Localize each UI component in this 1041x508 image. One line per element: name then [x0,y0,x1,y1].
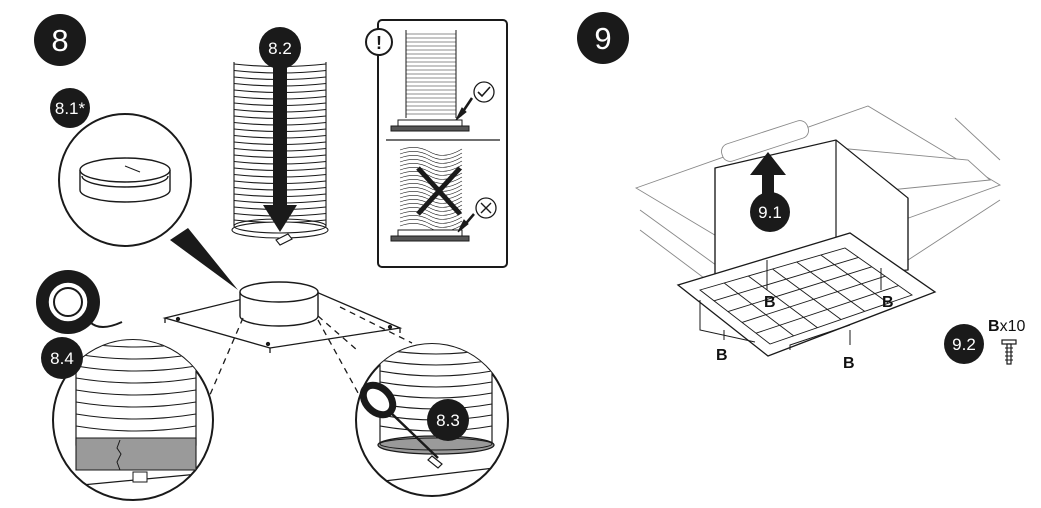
down-arrow [263,60,297,232]
detail-rib [75,377,197,384]
bracket-label-1: B [764,294,776,311]
bracket-label-2: B [882,294,894,311]
wrong-rib [399,155,463,164]
step-8-badge: 8 [34,14,86,66]
step-9-panel: 9 9.1 [577,12,1025,372]
detail-rib [75,365,197,372]
hose-clamp [377,435,495,455]
wrong-rib [399,159,463,168]
filter-line [772,268,842,320]
wrong-rib [399,207,463,216]
filter-line [723,282,794,337]
step-9-number: 9 [594,21,611,56]
step-9-1-badge: 9.1 [750,192,790,232]
callout-8-4 [52,339,214,501]
exclamation-symbol: ! [376,33,382,53]
cross-circle-icon [475,197,497,219]
callout-8-1 [58,113,192,247]
filter-line [727,266,872,313]
filter-line [713,256,859,302]
wrong-rib [399,151,463,160]
screw-letter: B [988,318,1000,335]
wrong-rib [399,183,463,192]
bracket-leaders [699,260,882,350]
step-8-1-badge: 8.1* [50,88,90,128]
callout-pointer [170,228,238,290]
step-8-4-number: 8.4 [50,349,74,368]
duct-collar [239,281,319,327]
wrong-duct [390,147,475,242]
wrong-rib [399,191,463,200]
sealing-tape [75,437,197,471]
step-9-1-number: 9.1 [758,203,782,222]
wrong-rib [399,203,463,212]
warning-box: ! [365,19,508,268]
wrong-rib [399,215,463,224]
detail-rib [75,413,197,420]
detail-rib [75,389,197,396]
screw-icon [1001,339,1017,365]
wrong-rib [399,211,463,220]
filter-line [755,285,899,334]
wrong-rib [399,163,463,172]
step-8-3-number: 8.3 [436,411,460,430]
step-8-2-badge: 8.2 [259,27,301,69]
checkmark-icon [473,81,495,103]
bracket-label-3: B [716,347,728,364]
filter-line [820,254,889,304]
correct-duct [390,30,474,132]
detail-rib [379,381,493,388]
exclamation-icon: ! [365,28,393,56]
screw-count: x10 [1000,318,1026,335]
detail-rib [379,370,493,377]
detail-rib [75,401,197,408]
wrong-rib [399,187,463,196]
step-8-panel: 8 [34,14,509,501]
step-9-badge: 9 [577,12,629,64]
bracket-label-4: B [843,355,855,372]
screw-quantity: Bx10 [988,318,1025,335]
tape-roll-icon [36,270,123,334]
step-9-2-badge: 9.2 [944,324,984,364]
detail-rib [380,338,492,343]
step-8-4-badge: 8.4 [41,337,83,379]
screwdriver-icon [359,381,443,469]
wrong-rib [399,219,463,228]
wrong-rib [399,147,463,156]
hood-tray [676,232,937,357]
filter-line [748,275,818,329]
filter-line [741,275,886,323]
step-8-1-number: 8.1* [55,99,86,118]
step-9-2-number: 9.2 [952,335,976,354]
step-8-3-badge: 8.3 [427,399,469,441]
detail-rib [379,359,493,366]
detail-rib [75,425,197,432]
filter-line [796,261,865,312]
step-8-number: 8 [51,23,68,58]
step-8-2-number: 8.2 [268,39,292,58]
